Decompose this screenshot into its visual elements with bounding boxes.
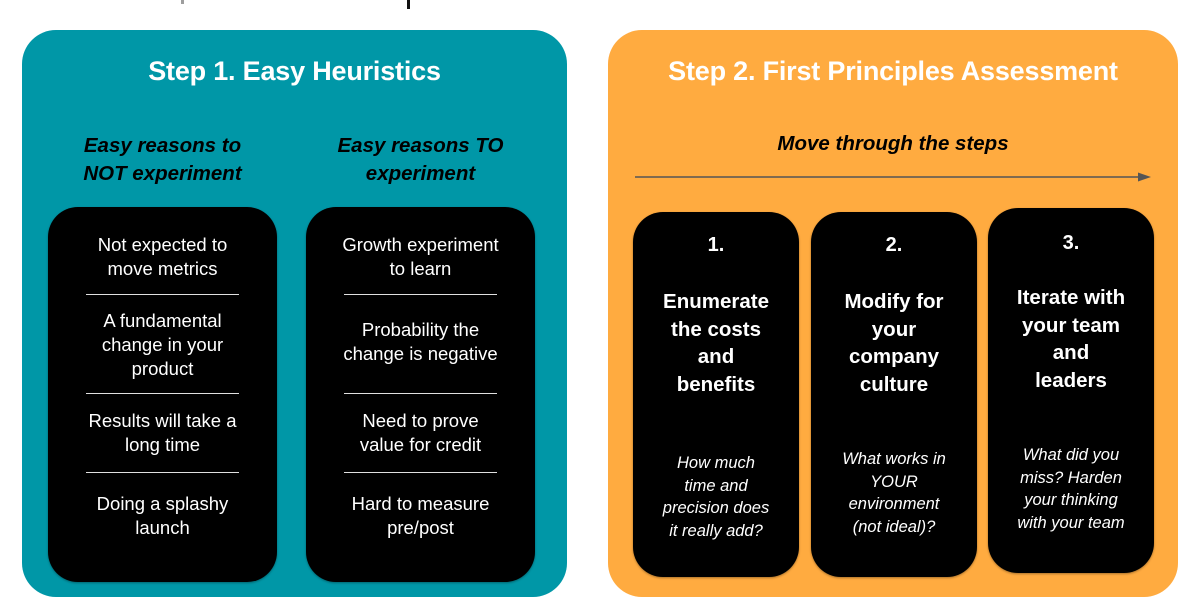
step1-title: Step 1. Easy Heuristics bbox=[148, 56, 441, 86]
divider bbox=[344, 294, 497, 295]
item-line: Results will take a bbox=[88, 410, 237, 431]
list-item: Hard to measure pre/post bbox=[326, 491, 515, 541]
desc-line: your thinking bbox=[1024, 491, 1118, 509]
desc-line: precision does bbox=[662, 499, 770, 517]
step2-panel: Step 2. First Principles Assessment Move… bbox=[608, 30, 1178, 597]
title-line: company bbox=[849, 345, 939, 368]
step-card-iterate: 3. Iterate with your team and leaders Wh… bbox=[988, 208, 1154, 573]
title-line: your team bbox=[1022, 313, 1120, 337]
item-line: pre/post bbox=[387, 517, 454, 538]
step-card-modify: 2. Modify for your company culture What … bbox=[811, 212, 977, 577]
desc-line: How much bbox=[677, 454, 755, 472]
desc-line: with your team bbox=[1017, 513, 1125, 532]
not-experiment-heading: Easy reasons to NOT experiment bbox=[48, 132, 277, 188]
divider bbox=[344, 393, 497, 394]
heading-line: Easy reasons to bbox=[83, 134, 242, 157]
step1-panel: Step 1. Easy Heuristics Easy reasons to … bbox=[22, 30, 567, 597]
item-line: move metrics bbox=[107, 258, 218, 279]
cropped-title-fragment bbox=[181, 0, 184, 4]
list-item: Not expected to move metrics bbox=[68, 232, 257, 282]
to-experiment-heading: Easy reasons TO experiment bbox=[306, 132, 535, 188]
title-line: and bbox=[697, 345, 735, 368]
list-item: Doing a splashy launch bbox=[68, 491, 257, 541]
step-description: What did you miss? Harden your thinking … bbox=[996, 444, 1146, 534]
title-line: leaders bbox=[1035, 368, 1107, 392]
item-line: Hard to measure bbox=[351, 493, 490, 514]
step-card-enumerate: 1. Enumerate the costs and benefits How … bbox=[633, 212, 799, 577]
heading-line: Easy reasons TO bbox=[337, 134, 504, 157]
heading-line: NOT experiment bbox=[83, 162, 242, 185]
item-line: launch bbox=[135, 517, 190, 538]
title-line: Modify for bbox=[844, 290, 944, 313]
list-item: Results will take a long time bbox=[68, 408, 257, 458]
list-item: Growth experiment to learn bbox=[326, 232, 515, 282]
divider bbox=[86, 472, 239, 473]
title-line: Enumerate bbox=[663, 290, 769, 313]
title-line: the costs bbox=[671, 317, 761, 341]
item-line: change in your bbox=[101, 334, 224, 355]
desc-line: it really add? bbox=[669, 521, 763, 540]
list-item: Probability the change is negative bbox=[326, 317, 515, 367]
item-line: Growth experiment bbox=[342, 234, 499, 255]
cropped-title-fragment bbox=[407, 0, 410, 9]
step-title: Iterate with your team and leaders bbox=[994, 284, 1148, 394]
divider bbox=[86, 393, 239, 394]
step-number: 3. bbox=[1062, 232, 1080, 254]
list-item: A fundamental change in your product bbox=[68, 309, 257, 381]
step-number: 1. bbox=[707, 234, 725, 256]
step-description: How much time and precision does it real… bbox=[641, 452, 791, 542]
desc-line: What did you bbox=[1022, 446, 1120, 464]
title-line: and bbox=[1052, 341, 1090, 364]
to-experiment-card: Growth experiment to learn Probability t… bbox=[306, 207, 535, 582]
divider bbox=[86, 294, 239, 295]
title-line: Iterate with bbox=[1016, 286, 1126, 309]
item-line: Probability the bbox=[361, 319, 480, 340]
heading-line: experiment bbox=[365, 162, 476, 185]
desc-line: (not ideal)? bbox=[852, 517, 936, 536]
desc-line: time and bbox=[684, 476, 748, 495]
move-through-steps-label: Move through the steps bbox=[777, 132, 1009, 155]
item-line: change is negative bbox=[343, 343, 498, 364]
title-line: benefits bbox=[676, 372, 756, 396]
desc-line: What works in bbox=[842, 450, 946, 468]
desc-line: environment bbox=[848, 495, 940, 513]
desc-line: YOUR bbox=[870, 472, 918, 491]
item-line: Doing a splashy bbox=[96, 493, 229, 514]
step-description: What works in YOUR environment (not idea… bbox=[819, 448, 969, 538]
item-line: Need to prove bbox=[362, 410, 479, 431]
item-line: product bbox=[131, 358, 194, 379]
item-line: A fundamental bbox=[103, 310, 222, 331]
step-title: Modify for your company culture bbox=[817, 288, 971, 398]
step2-title: Step 2. First Principles Assessment bbox=[668, 56, 1118, 86]
item-line: Not expected to bbox=[97, 234, 228, 255]
desc-line: miss? Harden bbox=[1020, 468, 1122, 487]
list-item: Need to prove value for credit bbox=[326, 408, 515, 458]
item-line: value for credit bbox=[359, 434, 482, 455]
item-line: long time bbox=[124, 434, 201, 455]
step-title: Enumerate the costs and benefits bbox=[639, 288, 793, 398]
title-line: your bbox=[871, 317, 917, 341]
item-line: to learn bbox=[389, 258, 452, 279]
divider bbox=[344, 472, 497, 473]
step-number: 2. bbox=[885, 234, 903, 256]
arrow-right-icon bbox=[635, 172, 1151, 182]
not-experiment-card: Not expected to move metrics A fundament… bbox=[48, 207, 277, 582]
title-line: culture bbox=[859, 372, 929, 396]
